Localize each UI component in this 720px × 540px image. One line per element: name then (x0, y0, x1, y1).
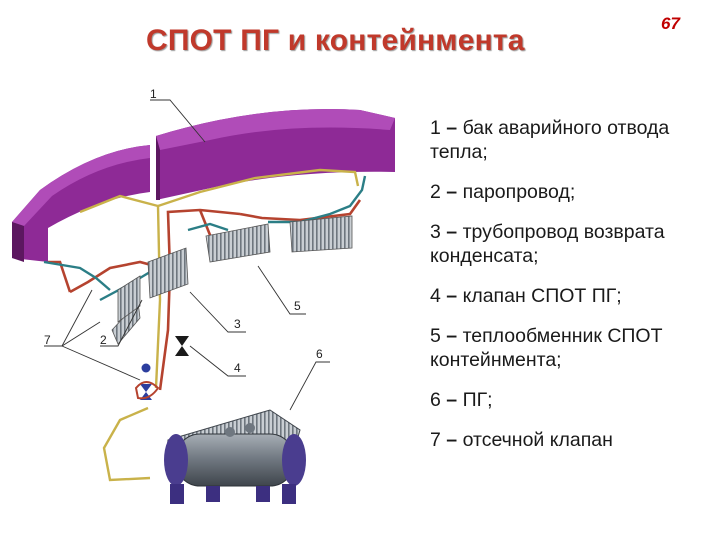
legend-item-3: 3 – трубопровод возврата конденсата; (430, 221, 665, 267)
legend-item-4: 4 – клапан СПОТ ПГ; (430, 285, 622, 307)
callout-lines (44, 99, 330, 411)
legend: 1 – бак аварийного отвода тепла; 2 – пар… (430, 116, 715, 468)
system-diagram: 1 2 3 4 5 6 7 (12, 87, 395, 504)
isolation-valves (134, 363, 160, 400)
legend-item-6: 6 – ПГ; (430, 389, 493, 411)
containment-heat-exchangers (111, 215, 353, 345)
steam-generator (164, 409, 306, 504)
callout-1: 1 (150, 87, 157, 101)
legend-item-2: 2 – паропровод; (430, 181, 576, 203)
callout-4: 4 (234, 361, 241, 375)
legend-item-1: 1 – бак аварийного отвода тепла; (430, 117, 670, 163)
page-number: 67 (661, 14, 680, 33)
legend-item-7: 7 – отсечной клапан (430, 429, 613, 451)
callout-5: 5 (294, 299, 301, 313)
legend-item-5: 5 – теплообменник СПОТ контейнмента; (430, 325, 663, 371)
heat-removal-tank (12, 109, 395, 262)
slide-title: СПОТ ПГ и контейнмента (146, 24, 525, 57)
callout-7: 7 (44, 333, 51, 347)
condensate-return-line (79, 168, 360, 482)
callout-3: 3 (234, 317, 241, 331)
callout-6: 6 (316, 347, 323, 361)
callout-2: 2 (100, 333, 107, 347)
sg-valve (175, 336, 189, 356)
